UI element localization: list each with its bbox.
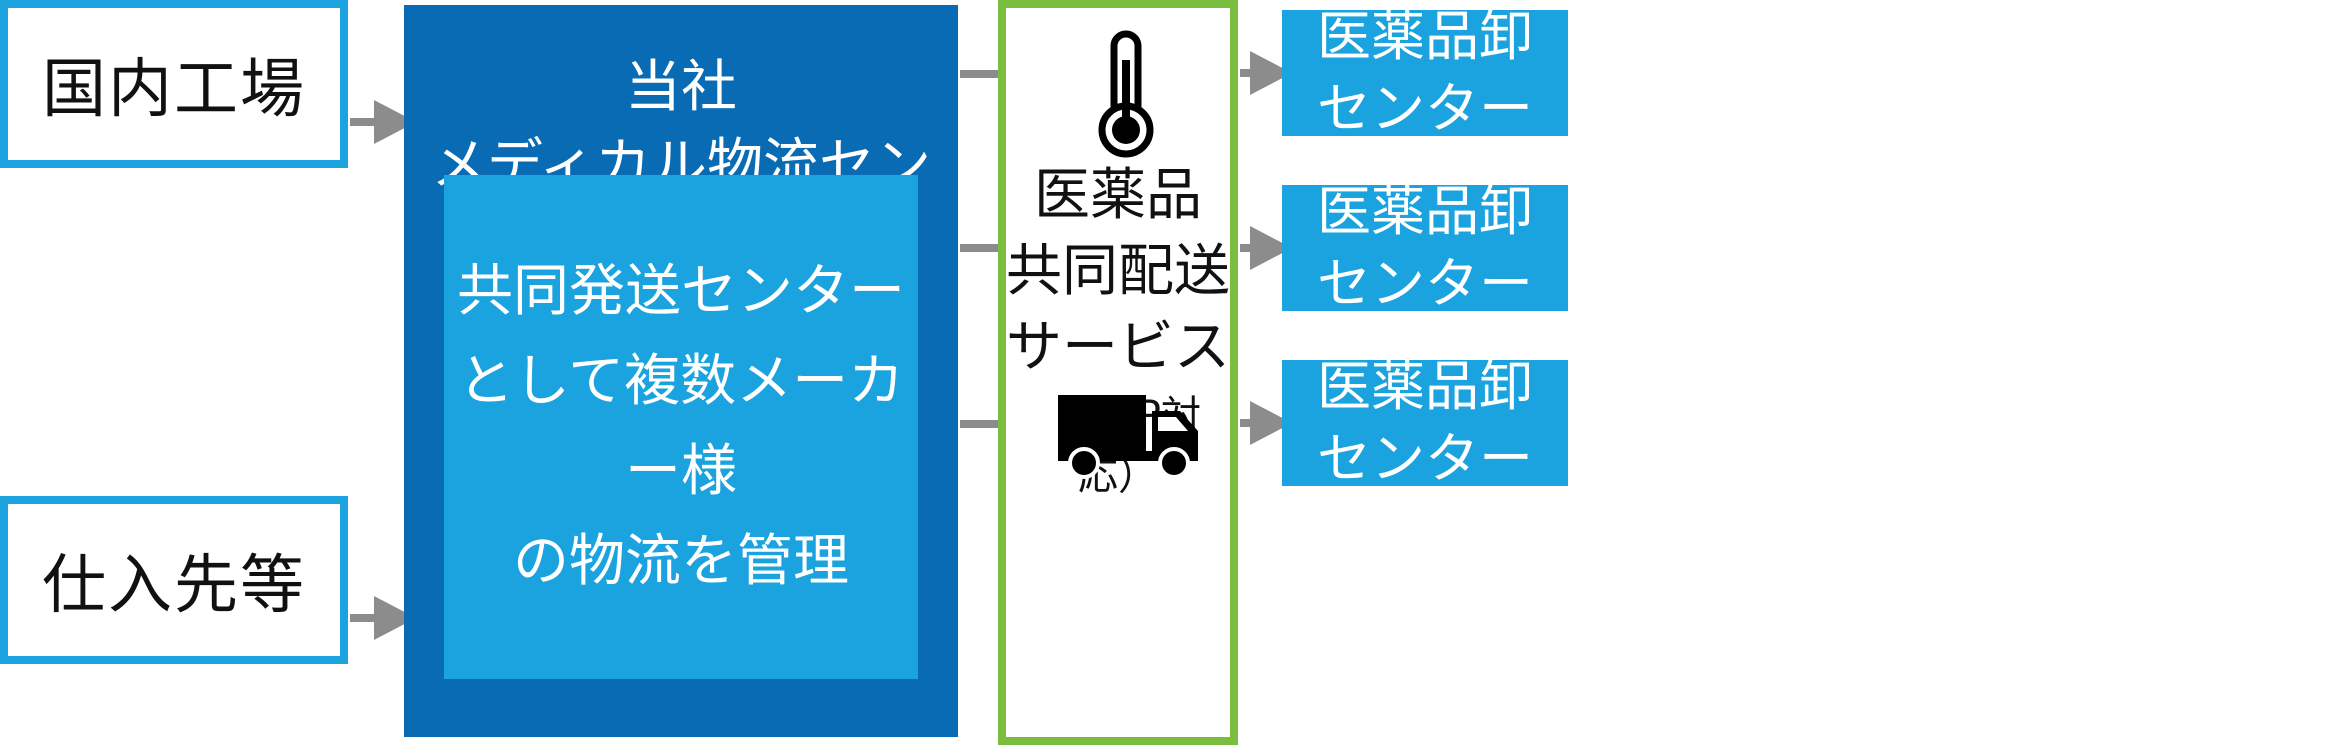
connector-line [960, 420, 998, 428]
connector-line [960, 244, 998, 252]
destination-line: センター [1317, 77, 1533, 140]
source-label: 国内工場 [42, 53, 306, 127]
inner-text-line: 共同発送センター [457, 259, 905, 324]
arrow-shaft [350, 118, 378, 126]
service-line: 共同配送 [1006, 239, 1230, 304]
truck-icon [1058, 395, 1198, 479]
arrow-shaft [1240, 69, 1256, 77]
arrow-shaft [350, 614, 378, 622]
destination-line: 医薬品卸 [1317, 355, 1533, 418]
destination-line: 医薬品卸 [1317, 5, 1533, 68]
destination-box-wholesale-center: 医薬品卸 センター [1282, 355, 1568, 490]
medical-logistics-center-box: 当社 メディカル物流センター 共同発送センター として複数メーカー様 の物流を管… [404, 5, 958, 737]
inner-text-line: の物流を管理 [513, 529, 849, 594]
destination-line: 医薬品卸 [1317, 180, 1533, 243]
inner-text-line: として複数メーカー様 [457, 349, 905, 504]
source-box-suppliers: 仕入先等 [0, 496, 348, 664]
service-text: 医薬品 共同配送 サービス （GDP対応） [1006, 158, 1230, 506]
joint-shipping-center-box: 共同発送センター として複数メーカー様 の物流を管理 [444, 175, 918, 679]
joint-delivery-service-box: 医薬品 共同配送 サービス （GDP対応） [998, 0, 1238, 745]
destination-line: センター [1317, 427, 1533, 490]
service-line: サービス [1006, 315, 1230, 380]
thermometer-icon [1098, 30, 1154, 158]
center-title-line: 当社 [625, 55, 737, 120]
destination-box-wholesale-center: 医薬品卸 センター [1282, 180, 1568, 315]
destination-line: センター [1317, 252, 1533, 315]
arrow-shaft [1240, 244, 1256, 252]
arrow-shaft [1240, 419, 1256, 427]
destination-box-wholesale-center: 医薬品卸 センター [1282, 5, 1568, 140]
connector-line [960, 70, 998, 78]
service-line: 医薬品 [1034, 163, 1202, 228]
source-label: 仕入先等 [42, 549, 306, 623]
source-box-domestic-factory: 国内工場 [0, 0, 348, 168]
